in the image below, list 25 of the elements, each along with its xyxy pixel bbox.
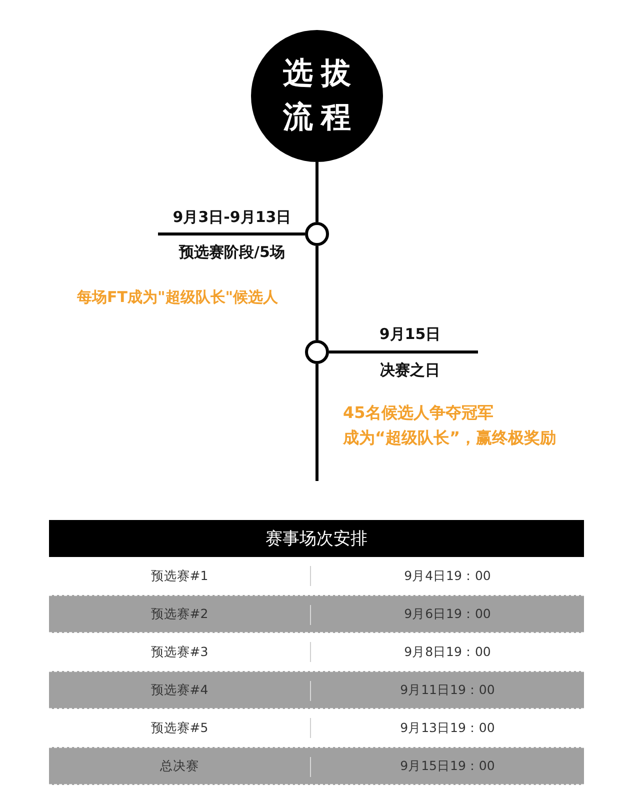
date-label: 9月15日	[379, 324, 441, 344]
timeline-line	[316, 162, 318, 222]
match-name: 总决赛	[160, 758, 199, 774]
date-label: 9月3日-9月13日	[172, 207, 292, 227]
stage-label: 预选赛阶段/5场	[179, 242, 285, 262]
match-time: 9月15日19：00	[400, 758, 495, 774]
timeline-line	[316, 246, 318, 340]
match-time: 9月4日19：00	[404, 568, 491, 584]
timeline-line	[316, 364, 318, 481]
table-heading: 赛事场次安排	[49, 520, 584, 557]
match-name: 预选赛#5	[150, 720, 208, 736]
match-time: 9月6日19：00	[404, 606, 491, 622]
match-time: 9月11日19：00	[400, 682, 495, 698]
milestone-circle	[305, 222, 329, 246]
match-time: 9月8日19：00	[404, 644, 491, 660]
stage-label: 决赛之日	[380, 360, 440, 380]
milestone-circle	[305, 340, 329, 364]
match-name: 预选赛#2	[150, 606, 208, 622]
description-text: 45名候选人争夺冠军成为“超级队长”，赢终极奖励	[343, 402, 558, 449]
match-name: 预选赛#4	[150, 682, 208, 698]
match-name: 预选赛#3	[150, 644, 208, 660]
match-name: 预选赛#1	[150, 568, 208, 584]
process-title: 选拔流程	[282, 55, 359, 137]
match-time: 9月13日19：00	[400, 720, 495, 736]
description-text: 每场FT成为"超级队长"候选人	[77, 287, 278, 308]
